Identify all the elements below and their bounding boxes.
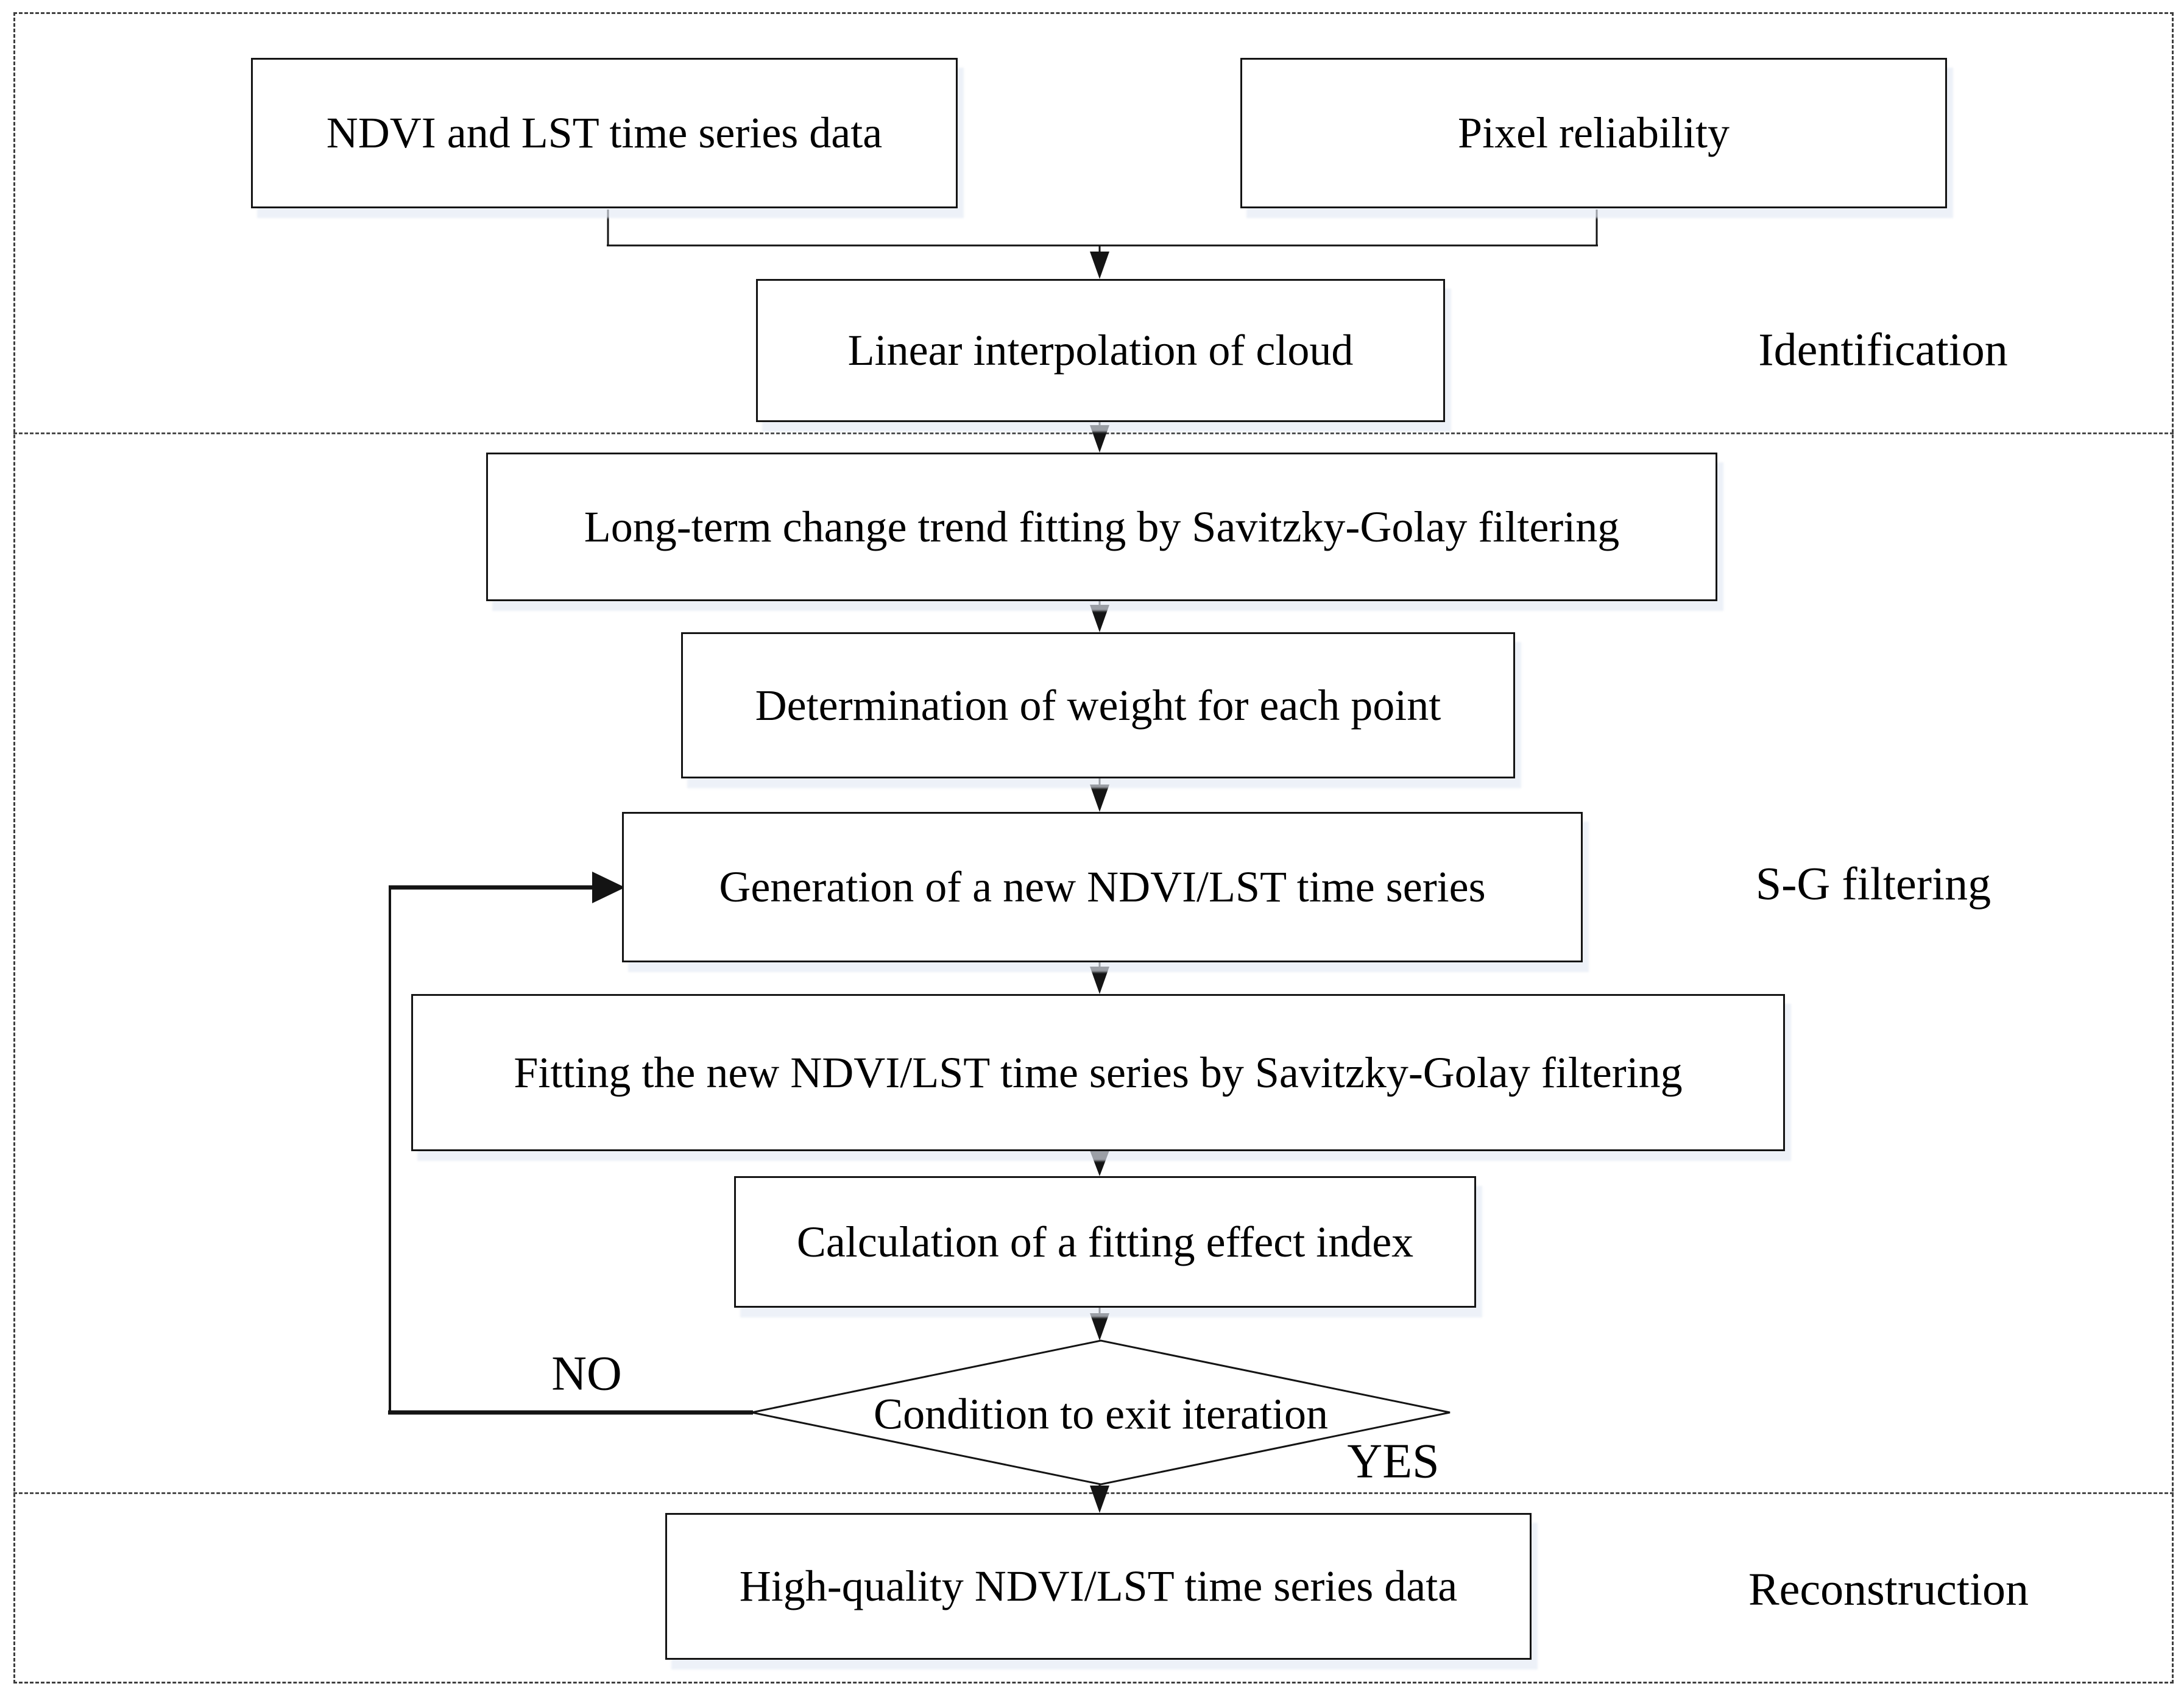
branch-label-yes: YES [1347, 1434, 1440, 1489]
node-high-quality-output: High-quality NDVI/LST time series data [665, 1513, 1532, 1660]
node-ndvi-lst-input-label: NDVI and LST time series data [326, 108, 883, 158]
node-linear-interpolation: Linear interpolation of cloud [756, 279, 1445, 422]
node-longterm-trend-fitting: Long-term change trend fitting by Savitz… [486, 453, 1717, 601]
section-label-reconstruction: Reconstruction [1748, 1564, 2029, 1615]
node-fitting-new-series-label: Fitting the new NDVI/LST time series by … [514, 1048, 1683, 1097]
node-generation-new-series: Generation of a new NDVI/LST time series [622, 812, 1583, 962]
node-linear-interpolation-label: Linear interpolation of cloud [847, 326, 1354, 375]
section-label-sg-filtering: S-G filtering [1755, 858, 1991, 910]
arrowhead-to-index [1090, 1151, 1109, 1176]
section-label-identification: Identification [1758, 324, 2008, 376]
node-ndvi-lst-input: NDVI and LST time series data [251, 58, 958, 208]
arrowhead-to-generation [1090, 785, 1109, 812]
decision-exit-condition-label: Condition to exit iteration [874, 1389, 1328, 1439]
arrowhead-no-loop [592, 872, 625, 903]
arrowhead-to-weight [1090, 605, 1109, 632]
arrowhead-to-fitting [1090, 967, 1109, 994]
node-pixel-reliability-label: Pixel reliability [1458, 108, 1730, 158]
arrowhead-to-longterm [1090, 425, 1109, 453]
node-weight-determination: Determination of weight for each point [681, 632, 1515, 778]
node-longterm-trend-fitting-label: Long-term change trend fitting by Savitz… [584, 502, 1620, 551]
arrowhead-to-interpolation [1090, 252, 1109, 279]
node-weight-determination-label: Determination of weight for each point [755, 680, 1441, 730]
branch-label-no: NO [551, 1347, 622, 1401]
outer-dashed-border [13, 12, 2174, 1684]
node-fitting-effect-index: Calculation of a fitting effect index [734, 1176, 1476, 1308]
node-pixel-reliability: Pixel reliability [1240, 58, 1947, 208]
node-fitting-new-series: Fitting the new NDVI/LST time series by … [411, 994, 1785, 1151]
node-high-quality-output-label: High-quality NDVI/LST time series data [739, 1562, 1458, 1611]
decision-diamond-shape [751, 1339, 1451, 1486]
node-generation-new-series-label: Generation of a new NDVI/LST time series [719, 862, 1486, 912]
node-fitting-effect-index-label: Calculation of a fitting effect index [796, 1217, 1414, 1266]
arrowhead-to-condition [1090, 1313, 1109, 1341]
arrowhead-to-output [1090, 1486, 1109, 1513]
